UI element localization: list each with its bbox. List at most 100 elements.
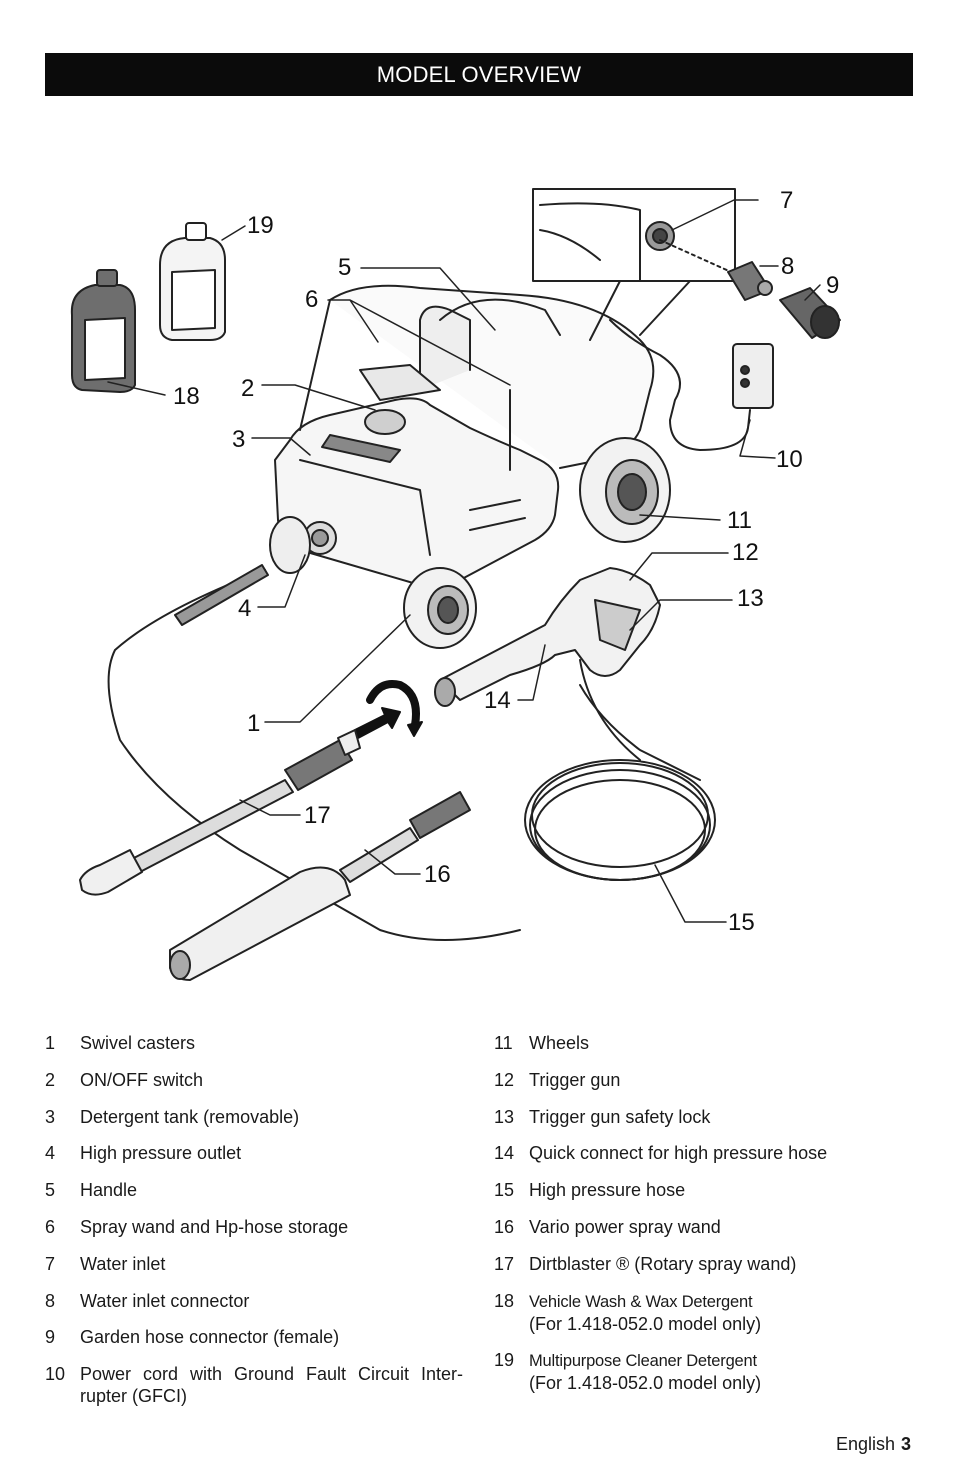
- part-item: 1 Swivel casters: [45, 1032, 463, 1054]
- part-note: (For 1.418-052.0 model only): [529, 1313, 762, 1334]
- part-label: High pressure outlet: [80, 1143, 242, 1164]
- part-label-text: Vehicle Wash & Wax Detergent: [529, 1292, 753, 1311]
- part-label: Multipurpose Cleaner Detergent (For 1.418…: [529, 1349, 914, 1394]
- part-number: 6: [45, 1216, 56, 1237]
- part-number: 8: [45, 1290, 56, 1311]
- high-pressure-hose-coil: [524, 684, 716, 881]
- rotate-arrow-icon: [354, 680, 423, 739]
- part-item: 14 Quick connect for high pressure hose: [494, 1142, 914, 1164]
- callout-14: 14: [484, 687, 511, 714]
- part-label: Dirtblaster ® (Rotary spray wand): [529, 1253, 797, 1274]
- callout-5: 5: [338, 254, 351, 281]
- part-note: (For 1.418-052.0 model only): [529, 1373, 762, 1394]
- part-item: 11 Wheels: [494, 1032, 914, 1054]
- part-number: 11: [494, 1033, 513, 1053]
- detergent-bottle-19: [159, 222, 226, 341]
- part-number: 3: [45, 1106, 56, 1127]
- part-item: 17 Dirtblaster ® (Rotary spray wand): [494, 1253, 914, 1275]
- callout-12: 12: [732, 539, 759, 566]
- part-number: 18: [494, 1290, 515, 1311]
- part-number: 9: [45, 1327, 56, 1348]
- callout-11: 11: [727, 507, 752, 534]
- pressure-washer-diagram: 1 2 3 4 5 6 7 8 9 10 11 12 13 14 15 16 1…: [0, 160, 954, 1000]
- part-label: Water inlet connector: [80, 1290, 250, 1311]
- callout-13: 13: [737, 585, 764, 612]
- part-label: Trigger gun: [529, 1069, 621, 1090]
- diagram-svg: 1 2 3 4 5 6 7 8 9 10 11 12 13 14 15 16 1…: [70, 187, 841, 981]
- part-label: Vario power spray wand: [529, 1216, 721, 1237]
- callout-leaders: [107, 199, 821, 923]
- part-item: 7 Water inlet: [45, 1253, 463, 1275]
- callout-15: 15: [728, 909, 755, 936]
- part-item: 9 Garden hose connector (female): [45, 1326, 463, 1348]
- part-label: Wheels: [529, 1033, 590, 1053]
- hose-end-fitting: [174, 564, 269, 626]
- footer-language: English: [835, 1434, 895, 1454]
- part-label: Vehicle Wash & Wax Detergent (For 1.418-0…: [529, 1290, 914, 1335]
- part-label: Power cord with Ground Fault Circuit Int…: [80, 1364, 463, 1407]
- part-number: 17: [494, 1253, 515, 1274]
- part-number: 19: [494, 1350, 515, 1371]
- hose-line: [107, 569, 521, 941]
- part-number: 12: [494, 1069, 515, 1090]
- parts-list-right: 11 Wheels 12 Trigger gun 13 Trigger gun saf…: [494, 1032, 914, 1409]
- part-number: 15: [494, 1180, 515, 1201]
- page-number: 3: [900, 1434, 911, 1454]
- section-title-bar: MODEL OVERVIEW: [45, 53, 913, 96]
- part-number: 14: [494, 1143, 515, 1164]
- part-label: Handle: [80, 1180, 138, 1201]
- part-label: Garden hose connector (female): [80, 1327, 340, 1348]
- callout-8: 8: [781, 253, 794, 280]
- part-label: Detergent tank (removable): [80, 1106, 300, 1127]
- callout-10: 10: [776, 446, 803, 473]
- callout-18: 18: [173, 383, 200, 410]
- callout-4: 4: [238, 595, 251, 622]
- power-cord-gfci: [609, 319, 774, 451]
- part-number: 2: [45, 1069, 56, 1090]
- part-label: Water inlet: [80, 1253, 166, 1274]
- water-inlet-connector: [659, 239, 773, 301]
- part-label: ON/OFF switch: [80, 1069, 204, 1090]
- callout-numbers: 1 2 3 4 5 6 7 8 9 10 11 12 13 14 15 16 1…: [173, 187, 839, 936]
- callout-6: 6: [305, 286, 318, 313]
- swivel-caster: [269, 516, 477, 649]
- part-item: 6 Spray wand and Hp-hose storage: [45, 1216, 463, 1238]
- vario-spray-wand: [169, 791, 471, 981]
- part-item: 8 Water inlet connector: [45, 1290, 463, 1312]
- callout-17: 17: [304, 802, 331, 829]
- part-label: Trigger gun safety lock: [529, 1106, 711, 1127]
- wheel-large: [579, 437, 671, 543]
- part-number: 1: [45, 1033, 56, 1053]
- callout-19: 19: [247, 212, 274, 239]
- detergent-bottle-18: [70, 269, 136, 393]
- part-item: 2 ON/OFF switch: [45, 1069, 463, 1091]
- part-item: 18 Vehicle Wash & Wax Detergent (For 1.418…: [494, 1290, 914, 1335]
- part-item: 3 Detergent tank (removable): [45, 1106, 463, 1128]
- part-item: 15 High pressure hose: [494, 1179, 914, 1201]
- part-number: 7: [45, 1253, 56, 1274]
- callout-9: 9: [826, 272, 839, 299]
- part-label-text: Multipurpose Cleaner Detergent: [529, 1352, 757, 1371]
- callout-7: 7: [780, 187, 793, 214]
- part-label: Swivel casters: [80, 1033, 196, 1053]
- part-item: 5 Handle: [45, 1179, 463, 1201]
- part-number: 5: [45, 1180, 56, 1201]
- dirtblaster-wand: [79, 729, 361, 896]
- part-label: Spray wand and Hp-hose storage: [80, 1216, 349, 1237]
- part-item: 19 Multipurpose Cleaner Detergent (For 1.4…: [494, 1349, 914, 1394]
- part-label: Quick connect for high pressure hose: [529, 1143, 828, 1164]
- part-item: 12 Trigger gun: [494, 1069, 914, 1091]
- callout-1: 1: [247, 710, 260, 737]
- part-number: 13: [494, 1106, 515, 1127]
- callout-3: 3: [232, 426, 245, 453]
- garden-hose-connector: [779, 287, 841, 339]
- part-item: 10 Power cord with Ground Fault Circuit I…: [45, 1363, 463, 1407]
- pressure-washer-body: [274, 284, 655, 588]
- callout-2: 2: [241, 375, 254, 402]
- part-number: 10: [45, 1364, 66, 1385]
- part-label: High pressure hose: [529, 1180, 686, 1201]
- page-title: MODEL OVERVIEW: [376, 61, 582, 87]
